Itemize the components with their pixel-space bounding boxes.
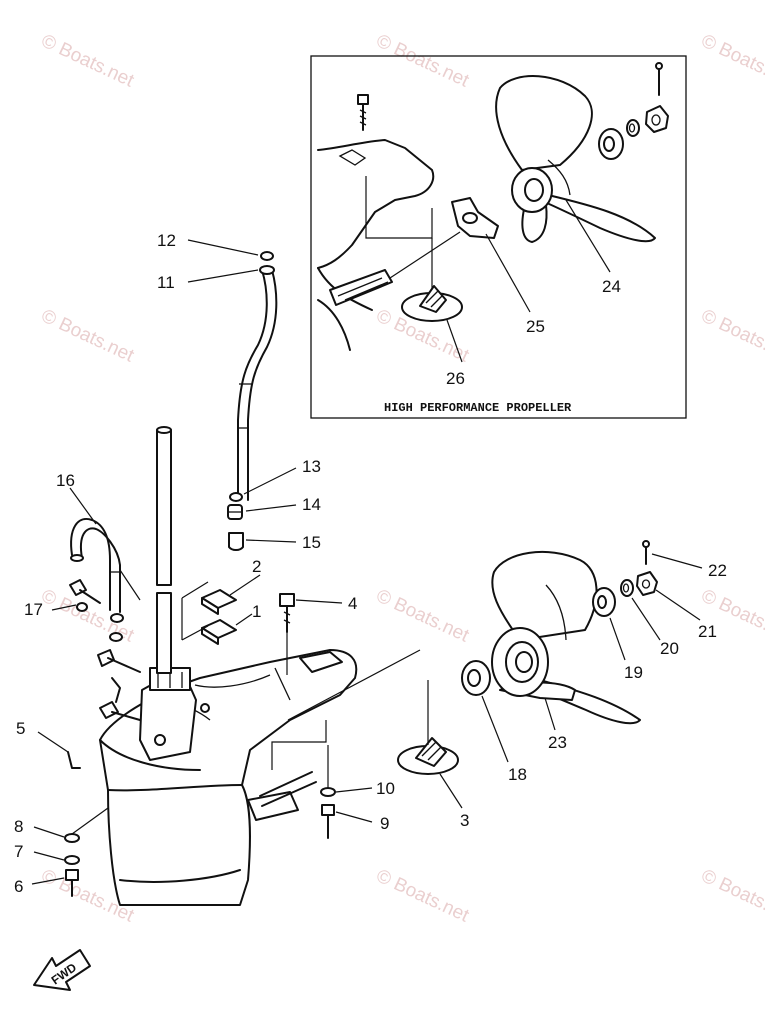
callout-17: 17 (24, 600, 43, 619)
callout-3: 3 (460, 811, 469, 830)
bolt-4 (279, 593, 295, 675)
watermark: © Boats.net (373, 30, 473, 91)
callout-22: 22 (708, 561, 727, 580)
callout-25: 25 (526, 317, 545, 336)
inset-thrust-hub (451, 197, 499, 239)
callout-5: 5 (16, 719, 25, 738)
callout-23: 23 (548, 733, 567, 752)
leader-26 (446, 319, 463, 363)
high-performance-propeller-inset: HIGH PERFORMANCE PROPELLER (310, 55, 687, 419)
inset-prop-hardware (598, 62, 669, 160)
dampers (181, 581, 237, 645)
callout-14: 14 (302, 495, 321, 514)
callout-6: 6 (14, 877, 23, 896)
callout-15: 15 (302, 533, 321, 552)
gearcase-housing (99, 649, 358, 906)
callout-21: 21 (698, 622, 717, 641)
callout-16: 16 (56, 471, 75, 490)
callout-18: 18 (508, 765, 527, 784)
fwd-arrow-icon: FWD (33, 949, 91, 991)
watermark: © Boats.net (373, 585, 473, 646)
watermark: © Boats.net (698, 865, 765, 926)
trim-tab-3 (397, 680, 459, 775)
watermark: © Boats.net (698, 30, 765, 91)
water-tube-seals (227, 492, 244, 551)
inset-trim-tab (401, 285, 463, 322)
bolt-washer-nut-6-7-8 (64, 807, 109, 897)
callout-9: 9 (380, 814, 389, 833)
inset-anode-screw (357, 94, 369, 131)
inset-gearcase (317, 94, 461, 351)
leader-24 (565, 199, 611, 273)
leader-25 (485, 233, 531, 313)
callout-24: 24 (602, 277, 621, 296)
water-tube (237, 251, 278, 501)
callout-4: 4 (348, 594, 357, 613)
callout-11: 11 (157, 273, 175, 292)
pin-5 (67, 751, 81, 769)
hose-16 (70, 517, 121, 613)
callout-leaders (31, 239, 703, 885)
callout-26: 26 (446, 369, 465, 388)
bolt-9-washer-10 (271, 649, 421, 839)
lower-unit-assembly: FWD (14, 231, 727, 991)
thrust-washer-18 (461, 660, 491, 696)
callout-10: 10 (376, 779, 395, 798)
screws-17 (69, 569, 141, 721)
watermark: © Boats.net (38, 305, 138, 366)
propeller-23 (491, 550, 641, 725)
inset-frame (310, 55, 687, 419)
callout-13: 13 (302, 457, 321, 476)
drive-shaft (156, 426, 172, 674)
callout-7: 7 (14, 842, 23, 861)
inset-caption: HIGH PERFORMANCE PROPELLER (384, 401, 572, 415)
watermark: © Boats.net (373, 865, 473, 926)
callout-19: 19 (624, 663, 643, 682)
prop-hardware-19-22 (592, 540, 658, 617)
callout-numbers: 1 2 3 4 5 6 7 8 9 10 11 12 13 14 15 16 1… (14, 231, 727, 896)
inset-propeller (495, 75, 656, 243)
watermark: © Boats.net (38, 30, 138, 91)
callout-1: 1 (252, 602, 261, 621)
callout-12: 12 (157, 231, 176, 250)
watermark: © Boats.net (698, 305, 765, 366)
callout-2: 2 (252, 557, 261, 576)
callout-8: 8 (14, 817, 23, 836)
callout-20: 20 (660, 639, 679, 658)
